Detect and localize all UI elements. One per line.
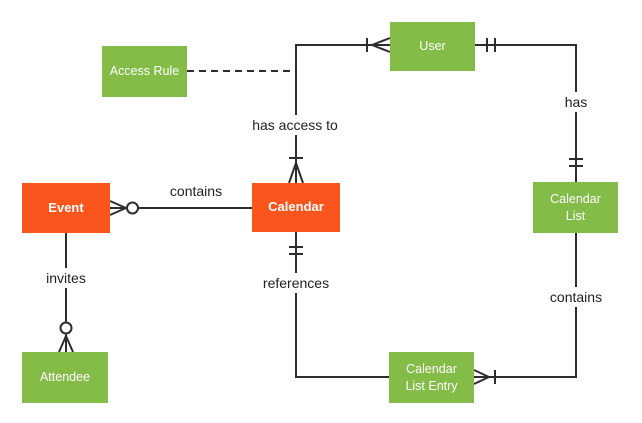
relationship-label-contains-2: contains (544, 287, 608, 307)
relationship-label-invites: invites (41, 268, 91, 288)
entity-calendar-list-entry-label: Calendar List Entry (405, 362, 458, 393)
cardinality-one-or-many-icon (473, 369, 496, 385)
entity-calendar-label: Calendar (268, 199, 324, 215)
entity-access-rule[interactable]: Access Rule (102, 46, 187, 97)
entity-attendee-label: Attendee (39, 370, 91, 385)
connector-calendar-references (289, 232, 389, 378)
entity-event-label: Event (48, 199, 84, 215)
cardinality-one-or-many-icon (288, 157, 304, 184)
cardinality-one-and-only-one-icon (289, 246, 303, 255)
entity-event[interactable]: Event (22, 183, 110, 233)
entity-user[interactable]: User (390, 22, 475, 71)
cardinality-one-and-only-one-icon (569, 158, 583, 167)
relationship-label-has-access-to: has access to (247, 115, 343, 135)
relationship-label-has: has (559, 92, 593, 112)
cardinality-zero-or-many-icon (58, 321, 74, 353)
connector-event-calendar (109, 200, 252, 216)
entity-calendar-list-entry[interactable]: Calendar List Entry (389, 352, 474, 403)
cardinality-one-and-only-one-icon (486, 38, 496, 52)
connector-event-attendee (58, 233, 74, 353)
entity-attendee[interactable]: Attendee (22, 352, 108, 403)
entity-calendar-list[interactable]: Calendar List (533, 182, 618, 233)
entity-user-label: User (419, 39, 446, 54)
entity-access-rule-label: Access Rule (109, 64, 180, 79)
connector-calendar-user (288, 37, 391, 184)
entity-calendar[interactable]: Calendar (252, 183, 340, 232)
relationship-label-contains: contains (169, 183, 223, 199)
relationship-label-references: references (257, 273, 335, 293)
connector-user-calendar-list (475, 38, 583, 182)
cardinality-zero-or-many-icon (109, 200, 139, 216)
cardinality-one-or-many-icon (366, 37, 391, 53)
entity-calendar-list-label: Calendar List (550, 192, 601, 223)
connector-calendar-list-entry (473, 233, 577, 385)
